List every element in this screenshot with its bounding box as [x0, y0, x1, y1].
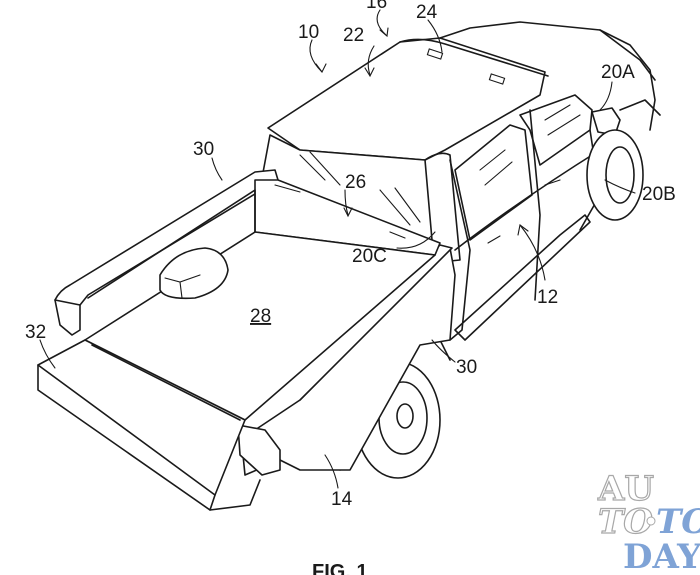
- label-14: 14: [331, 489, 353, 510]
- label-30-right: 30: [456, 357, 477, 378]
- label-12: 12: [537, 287, 558, 308]
- label-10: 10: [298, 22, 319, 43]
- wheel-well: [159, 247, 229, 300]
- label-20B: 20B: [642, 184, 676, 205]
- tailgate: [37, 339, 246, 496]
- leader-lines: [39, 9, 636, 489]
- watermark-line1: AU: [597, 469, 654, 509]
- tail-light: [237, 424, 281, 476]
- reference-labels: 10 16 24 22 20A 20B 30 26 20C 12 28 30 3…: [25, 0, 676, 575]
- left-sidewall-rail: [54, 169, 279, 306]
- label-16: 16: [366, 0, 387, 13]
- label-32: 32: [25, 322, 46, 343]
- label-24: 24: [416, 2, 438, 23]
- label-28: 28: [250, 306, 271, 327]
- figure-caption: FIG. 1: [312, 561, 368, 575]
- cab: [261, 21, 661, 341]
- watermark-line2b: TO: [656, 502, 700, 542]
- watermark-dot-icon: [646, 516, 656, 526]
- truck-bed: [37, 169, 456, 511]
- watermark-line3: DAY: [623, 537, 700, 575]
- side-mirror: [591, 107, 621, 136]
- label-22: 22: [343, 25, 364, 46]
- watermark-logo: AU TO TO DAY: [596, 468, 700, 575]
- label-20A: 20A: [601, 62, 635, 83]
- rear-side-window: [454, 124, 533, 241]
- label-30-left: 30: [193, 139, 214, 160]
- watermark-line2a: TO: [598, 502, 653, 542]
- label-26: 26: [345, 172, 366, 193]
- label-20C: 20C: [352, 246, 387, 267]
